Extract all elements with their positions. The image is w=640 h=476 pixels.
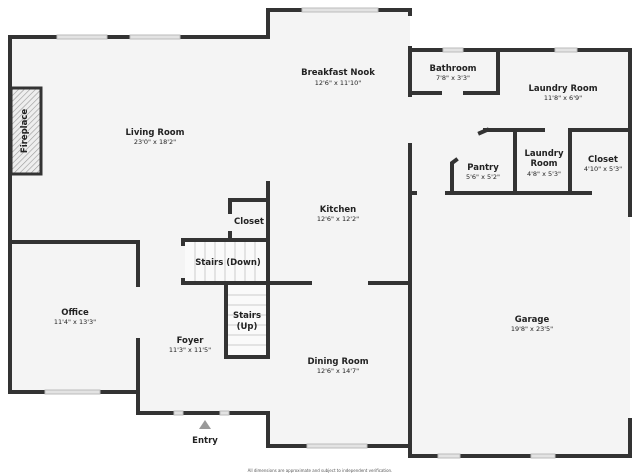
- disclaimer: All dimensions are approximate and subje…: [248, 468, 393, 473]
- small-laundry-label-line1: Laundry: [524, 149, 564, 159]
- stairs-down-label: Stairs (Down): [195, 258, 261, 268]
- fireplace-label: Fireplace: [20, 109, 30, 153]
- floor-area: [10, 10, 630, 456]
- garage-dimensions: 19'8" x 23'5": [511, 325, 553, 333]
- garage-label: Garage: [515, 315, 550, 325]
- fireplace: [9, 86, 43, 176]
- living-room-dimensions: 23'0" x 18'2": [134, 138, 176, 146]
- stairs-up-label-line2: (Up): [237, 322, 258, 332]
- dining-room-dimensions: 12'6" x 14'7": [317, 367, 359, 375]
- kitchen-dimensions: 12'6" x 12'2": [317, 215, 359, 223]
- pantry-dimensions: 5'6" x 5'2": [466, 173, 500, 181]
- laundry-room-label: Laundry Room: [528, 84, 597, 94]
- windows: [44, 7, 578, 459]
- walls: [8, 8, 632, 458]
- living-room-label: Living Room: [126, 128, 185, 138]
- foyer-label: Foyer: [177, 336, 205, 346]
- breakfast-nook-label: Breakfast Nook: [301, 68, 375, 78]
- kitchen-label: Kitchen: [320, 205, 356, 215]
- entry-arrow-icon: [199, 420, 211, 429]
- entry-label: Entry: [192, 436, 218, 446]
- dining-room-label: Dining Room: [307, 357, 368, 367]
- stairs-up-treads: [228, 285, 267, 356]
- laundry-room-dimensions: 11'8" x 6'9": [544, 94, 582, 102]
- pantry-label: Pantry: [467, 163, 499, 173]
- closet-right-label: Closet: [588, 155, 618, 165]
- stairs-down-treads: [185, 242, 267, 282]
- small-laundry-dimensions: 4'8" x 5'3": [527, 170, 561, 178]
- stairs-up-label-line1: Stairs: [233, 311, 261, 321]
- small-laundry-label-line2: Room: [530, 159, 557, 169]
- bathroom-dimensions: 7'8" x 3'3": [436, 74, 470, 82]
- breakfast-nook-dimensions: 12'6" x 11'10": [315, 79, 361, 87]
- office-label: Office: [61, 308, 89, 318]
- closet-center-label: Closet: [234, 217, 264, 227]
- foyer-dimensions: 11'3" x 11'5": [169, 346, 211, 354]
- bathroom-label: Bathroom: [429, 64, 476, 74]
- closet-right-dimensions: 4'10" x 5'3": [584, 165, 622, 173]
- office-dimensions: 11'4" x 13'3": [54, 318, 96, 326]
